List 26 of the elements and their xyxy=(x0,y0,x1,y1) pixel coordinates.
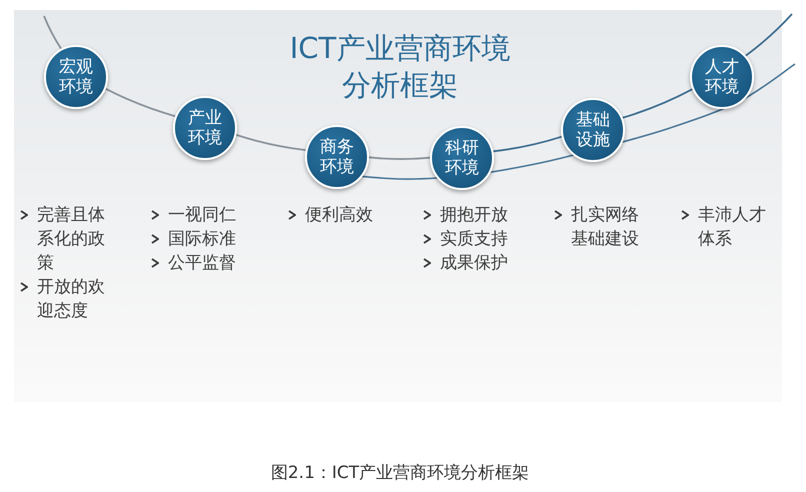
arc-connector-line xyxy=(43,16,62,50)
circle-label: 宏观环境 xyxy=(59,56,93,98)
bullet-text: 公平监督 xyxy=(168,252,237,275)
arc-connector-line xyxy=(236,134,306,151)
bullet-text: 国际标准 xyxy=(168,228,237,251)
circle-label: 人才环境 xyxy=(705,56,739,98)
arc-connector-line xyxy=(105,88,176,118)
bullet-text: 成果保护 xyxy=(440,252,509,275)
bullet-text: 便利高效 xyxy=(305,204,374,227)
bullet-text: 实质支持 xyxy=(440,228,509,251)
circle-label: 产业环境 xyxy=(188,108,222,148)
bullet-text: 完善且体系化的政策 xyxy=(37,204,106,275)
arc-connector-line xyxy=(745,13,793,56)
bullet-text: 拥抱开放 xyxy=(440,204,509,227)
arc-connector-line xyxy=(368,156,430,160)
figure-caption: 图2.1：ICT产业营商环境分析框架 xyxy=(270,462,530,484)
circle-label: 基础设施 xyxy=(576,110,610,150)
arc-connector-line xyxy=(622,88,693,119)
diagram-title: ICT产业营商环境分析框架 xyxy=(288,30,512,104)
bullet-text: 一视同仁 xyxy=(168,204,237,227)
arc-connector-line xyxy=(493,136,562,152)
bullet-text: 开放的欢迎态度 xyxy=(37,276,106,323)
bullet-text: 丰沛人才体系 xyxy=(698,204,767,251)
circle-label: 科研环境 xyxy=(445,138,479,178)
circle-label: 商务环境 xyxy=(320,136,354,178)
bullet-text: 扎实网络基础建设 xyxy=(571,204,640,251)
